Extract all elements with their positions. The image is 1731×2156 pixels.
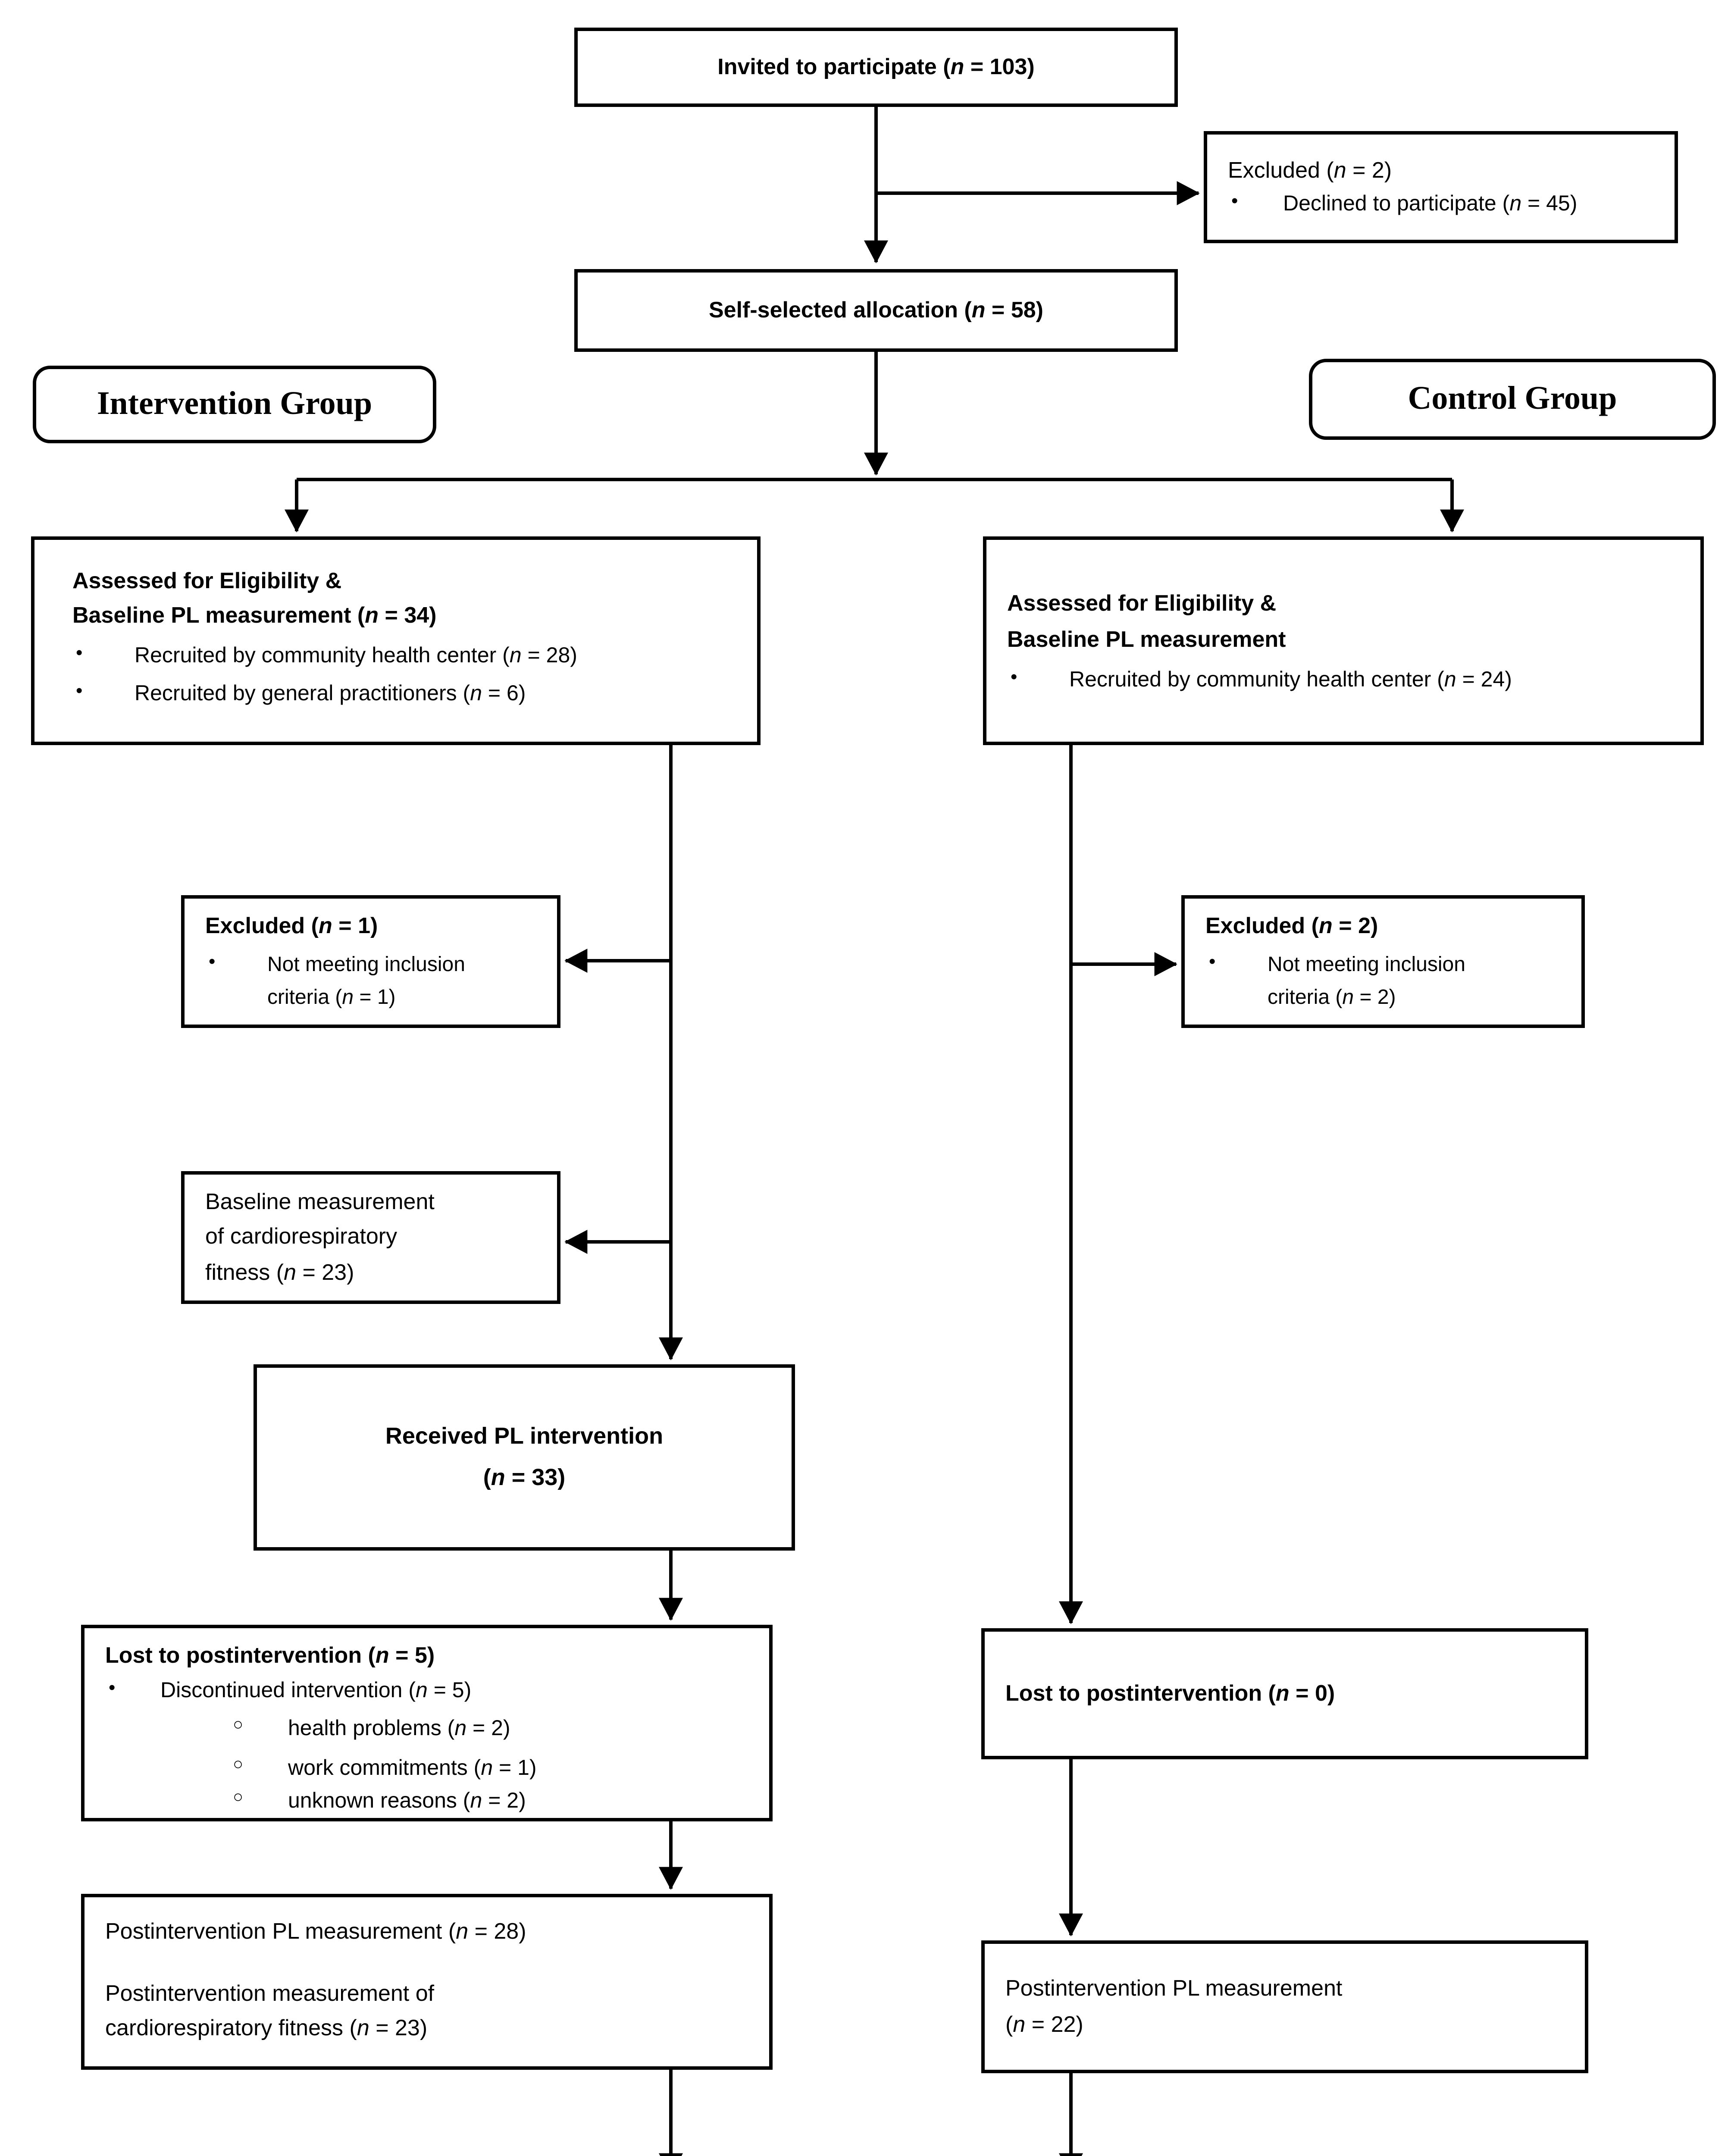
intervention-group-label: Intervention Group [33, 366, 436, 443]
invited-box: Invited to participate (n = 103) [574, 28, 1178, 107]
baseline-fitness-line-3: fitness (n = 23) [205, 1258, 354, 1285]
intervention-group-text: Intervention Group [97, 385, 372, 422]
excluded-initial-box: Excluded (n = 2) • Declined to participa… [1204, 131, 1678, 243]
subbullet-icon: ○ [233, 1789, 244, 1808]
assessed-control-bullet-1: Recruited by community health center (n … [1069, 667, 1512, 691]
postintervention-intervention-box: Postintervention PL measurement (n = 28)… [81, 1894, 773, 2070]
assessed-control-title-1: Assessed for Eligibility & [1007, 590, 1277, 617]
control-group-text: Control Group [1408, 380, 1617, 417]
baseline-fitness-box: Baseline measurement of cardiorespirator… [181, 1171, 560, 1304]
assessed-intervention-bullet-2: Recruited by general practitioners (n = … [135, 681, 526, 706]
excluded-control-bullet-line-1: Not meeting inclusion [1268, 952, 1465, 977]
excluded-intervention-title: Excluded (n = 1) [205, 912, 378, 938]
lost-intervention-subbullet-3: unknown reasons (n = 2) [288, 1789, 526, 1813]
bullet-icon: • [1209, 952, 1216, 973]
postintervention-control-box: Postintervention PL measurement (n = 22) [981, 1940, 1588, 2073]
lost-intervention-title: Lost to postintervention (n = 5) [105, 1642, 435, 1668]
baseline-fitness-line-2: of cardiorespiratory [205, 1223, 398, 1250]
baseline-fitness-line-1: Baseline measurement [205, 1189, 435, 1215]
lost-intervention-bullet: Discontinued intervention (n = 5) [160, 1677, 472, 1702]
lost-intervention-subbullet-2: work commitments (n = 1) [288, 1756, 537, 1781]
received-line-2: (n = 33) [483, 1464, 566, 1490]
postintervention-intervention-line-3: cardiorespiratory fitness (n = 23) [105, 2015, 428, 2041]
excluded-intervention-box: Excluded (n = 1) • Not meeting inclusion… [181, 895, 560, 1028]
assessed-intervention-title-2: Baseline PL measurement (n = 34) [72, 602, 437, 628]
bullet-icon: • [76, 681, 83, 702]
allocation-title: Self-selected allocation (n = 58) [709, 297, 1043, 323]
bullet-icon: • [1011, 667, 1017, 688]
received-line-1: Received PL intervention [385, 1422, 664, 1448]
postintervention-control-line-2: (n = 22) [1005, 2010, 1083, 2036]
excluded-intervention-bullet-line-2: criteria (n = 1) [267, 984, 396, 1009]
subbullet-icon: ○ [233, 1717, 244, 1736]
excluded-control-bullet-line-2: criteria (n = 2) [1268, 984, 1396, 1009]
assessed-intervention-title-1: Assessed for Eligibility & [72, 567, 342, 593]
bullet-icon: • [109, 1677, 116, 1698]
lost-intervention-subbullet-1: health problems (n = 2) [288, 1717, 510, 1741]
bullet-icon: • [209, 952, 216, 973]
assessed-intervention-bullet-1: Recruited by community health center (n … [135, 644, 577, 668]
control-group-label: Control Group [1309, 359, 1716, 440]
postintervention-intervention-line-2: Postintervention measurement of [105, 1980, 435, 2006]
bullet-icon: • [1231, 192, 1238, 213]
bullet-icon: • [76, 644, 83, 665]
excluded-intervention-bullet-line-1: Not meeting inclusion [267, 952, 465, 977]
received-intervention-box: Received PL intervention (n = 33) [254, 1364, 795, 1551]
excluded-initial-title: Excluded (n = 2) [1228, 157, 1392, 183]
subbullet-icon: ○ [233, 1756, 244, 1776]
postintervention-control-line-1: Postintervention PL measurement [1005, 1975, 1343, 2002]
lost-control-box: Lost to postintervention (n = 0) [981, 1628, 1588, 1759]
excluded-initial-bullet: Declined to participate (n = 45) [1283, 192, 1578, 216]
invited-title: Invited to participate (n = 103) [717, 53, 1035, 80]
assessed-control-box: Assessed for Eligibility & Baseline PL m… [983, 536, 1704, 745]
postintervention-intervention-line-1: Postintervention PL measurement (n = 28) [105, 1918, 526, 1944]
assessed-control-title-2: Baseline PL measurement [1007, 625, 1286, 652]
excluded-control-box: Excluded (n = 2) • Not meeting inclusion… [1181, 895, 1585, 1028]
assessed-intervention-box: Assessed for Eligibility & Baseline PL m… [31, 536, 761, 745]
allocation-box: Self-selected allocation (n = 58) [574, 269, 1178, 352]
lost-control-title: Lost to postintervention (n = 0) [1005, 1680, 1335, 1706]
lost-intervention-box: Lost to postintervention (n = 5) • Disco… [81, 1625, 773, 1821]
excluded-control-title: Excluded (n = 2) [1205, 912, 1378, 938]
